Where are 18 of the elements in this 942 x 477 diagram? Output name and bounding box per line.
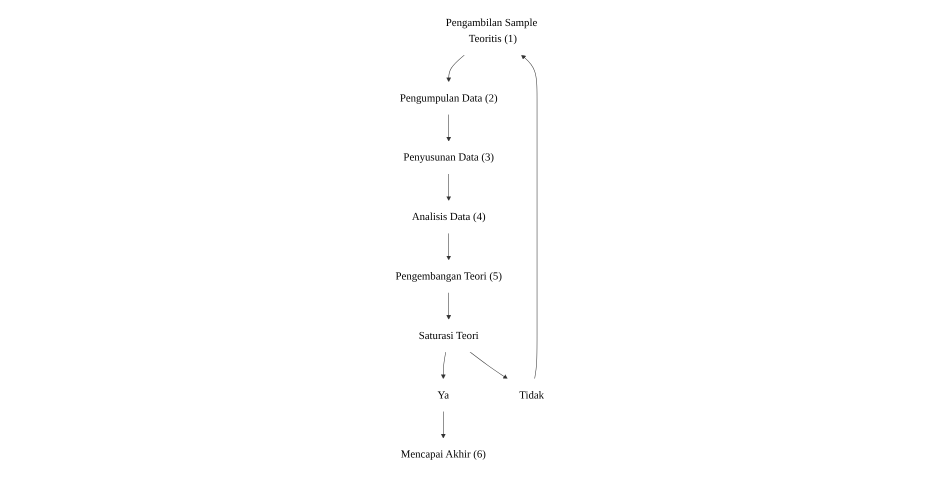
node-text: Pengambilan Sample Teoritis (1) (446, 16, 538, 45)
arrow (446, 54, 465, 82)
arrow (446, 292, 451, 320)
node-text: Pengembangan Teori (5) (395, 270, 502, 282)
node-text: Penyusunan Data (3) (403, 152, 494, 164)
arrow (469, 352, 508, 380)
node-text: Mencapai Akhir (6) (400, 448, 486, 460)
arrow (446, 232, 451, 260)
node-text: Pengumpulan Data (2) (400, 92, 498, 104)
node-text: Analisis Data (4) (412, 210, 486, 223)
node-text: Tidak (519, 389, 544, 402)
node-text: Ya (437, 389, 449, 402)
arrow (446, 114, 451, 142)
arrow (446, 173, 451, 201)
arrow (440, 352, 446, 380)
arrow (440, 411, 446, 438)
node-text: Saturasi Teori (418, 330, 478, 342)
arrow (520, 54, 538, 380)
